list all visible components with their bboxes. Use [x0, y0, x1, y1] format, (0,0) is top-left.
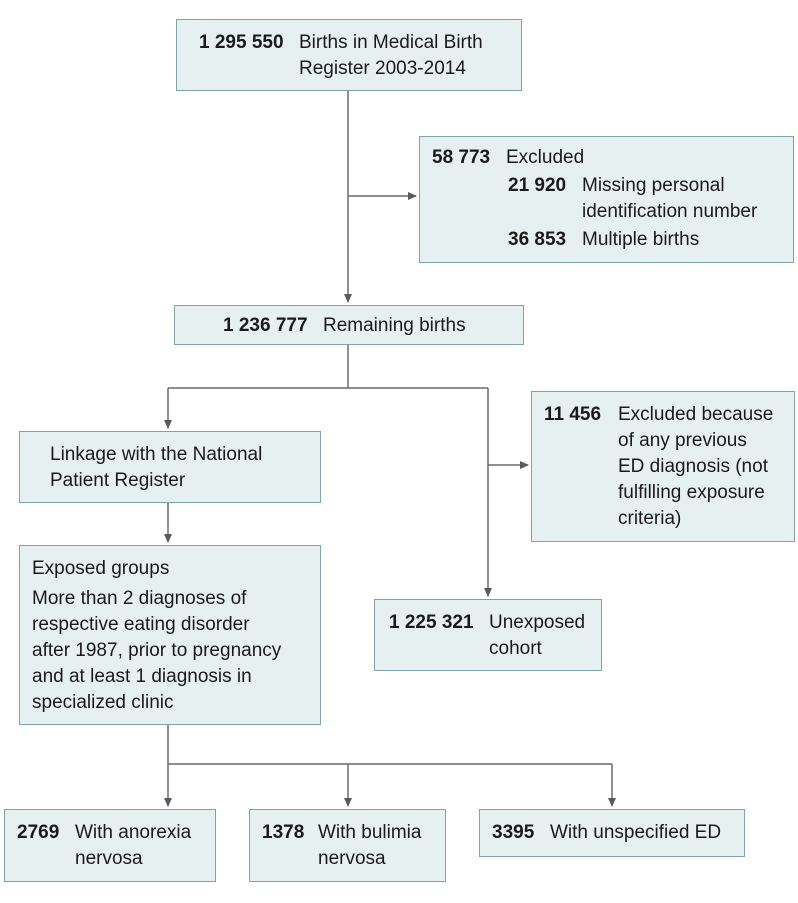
remaining-births-count: 1 236 777 — [223, 315, 308, 336]
excluded-previous-line2: of any previous — [618, 430, 747, 451]
unexposed-line2: cohort — [489, 638, 542, 659]
unspecified-line1: With unspecified ED — [550, 822, 722, 843]
exposed-criteria-line2: respective eating disorder — [32, 614, 250, 635]
bulimia-count: 1378 — [262, 822, 305, 843]
linkage-box: Linkage with the National Patient Regist… — [19, 431, 321, 503]
excluded-missing-id-line2: identification number — [582, 201, 758, 222]
anorexia-line2: nervosa — [75, 848, 143, 869]
excluded-previous-line1: Excluded because — [618, 404, 774, 425]
excluded-previous-count: 11 456 — [544, 404, 602, 425]
remaining-births-box: 1 236 777 Remaining births — [174, 305, 524, 345]
excluded-missing-id-count: 21 920 — [508, 175, 567, 196]
excluded-first-label: Excluded — [506, 147, 585, 168]
bulimia-line1: With bulimia — [318, 822, 422, 843]
remaining-births-label: Remaining births — [323, 315, 466, 336]
exposed-groups-title: Exposed groups — [32, 558, 170, 579]
unexposed-count: 1 225 321 — [389, 612, 474, 633]
exposed-criteria-line4: and at least 1 diagnosis in — [32, 666, 252, 687]
total-births-label-line2: Register 2003-2014 — [299, 58, 466, 79]
excluded-first-box: 58 773 Excluded 21 920 Missing personal … — [419, 136, 794, 263]
excluded-missing-id-line1: Missing personal — [582, 175, 725, 196]
excluded-multiple-births-count: 36 853 — [508, 229, 567, 250]
excluded-previous-line5: criteria) — [618, 508, 682, 529]
excluded-first-count: 58 773 — [432, 147, 491, 168]
excluded-previous-box: 11 456 Excluded because of any previous … — [531, 391, 795, 542]
bulimia-group-box: 1378 With bulimia nervosa — [249, 809, 446, 882]
exposed-groups-box: Exposed groups More than 2 diagnoses of … — [19, 545, 321, 725]
unspecified-group-box: 3395 With unspecified ED — [479, 809, 745, 857]
excluded-multiple-births-label: Multiple births — [582, 229, 700, 250]
unspecified-count: 3395 — [492, 822, 535, 843]
exposed-criteria-line3: after 1987, prior to pregnancy — [32, 640, 282, 661]
excluded-previous-line4: fulfilling exposure — [618, 482, 765, 503]
excluded-previous-line3: ED diagnosis (not — [618, 456, 768, 477]
linkage-line2: Patient Register — [50, 470, 186, 491]
exposed-criteria-line1: More than 2 diagnoses of — [32, 588, 247, 609]
anorexia-count: 2769 — [17, 822, 60, 843]
anorexia-line1: With anorexia — [75, 822, 192, 843]
total-births-count: 1 295 550 — [199, 32, 284, 53]
unexposed-cohort-box: 1 225 321 Unexposed cohort — [374, 599, 602, 671]
unexposed-line1: Unexposed — [489, 612, 586, 633]
linkage-line1: Linkage with the National — [50, 444, 263, 465]
total-births-label-line1: Births in Medical Birth — [299, 32, 483, 53]
bulimia-line2: nervosa — [318, 848, 386, 869]
anorexia-group-box: 2769 With anorexia nervosa — [4, 809, 216, 882]
total-births-box: 1 295 550 Births in Medical Birth Regist… — [176, 19, 522, 91]
exposed-criteria-line5: specialized clinic — [32, 692, 174, 713]
